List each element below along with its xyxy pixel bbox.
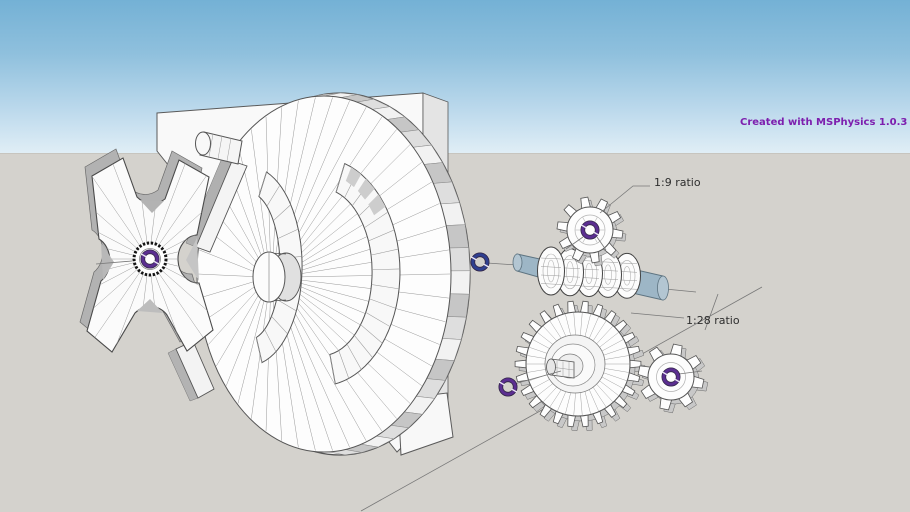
leader-ratio-bottom <box>630 312 685 319</box>
msphysics-credit: Created with MSPhysics 1.0.3 <box>740 117 908 128</box>
rotary-joint-icon[interactable] <box>580 220 600 240</box>
tick-line <box>704 293 719 331</box>
axle-pin[interactable] <box>195 131 243 165</box>
geneva-cross-wheel[interactable] <box>45 148 253 362</box>
crescent-cam[interactable] <box>329 162 401 385</box>
rotary-joint-icon[interactable] <box>470 252 490 272</box>
rotary-joint-icon[interactable] <box>140 249 160 269</box>
ratio-label-bottom[interactable]: 1:28 ratio <box>686 314 740 327</box>
leader-lines <box>513 185 703 385</box>
ratio-label-top[interactable]: 1:9 ratio <box>654 176 701 189</box>
rotary-joint-icon[interactable] <box>498 377 518 397</box>
top-spur-gear[interactable] <box>556 196 627 267</box>
small-pinion-gear[interactable] <box>637 343 709 414</box>
disc-hub-cylinder[interactable] <box>252 251 302 303</box>
sky-background <box>0 0 910 153</box>
rotary-joint-icon[interactable] <box>661 367 681 387</box>
joint-markers <box>140 220 681 397</box>
large-bevel-gear[interactable] <box>514 300 646 432</box>
leader-ratio-top <box>599 185 650 214</box>
